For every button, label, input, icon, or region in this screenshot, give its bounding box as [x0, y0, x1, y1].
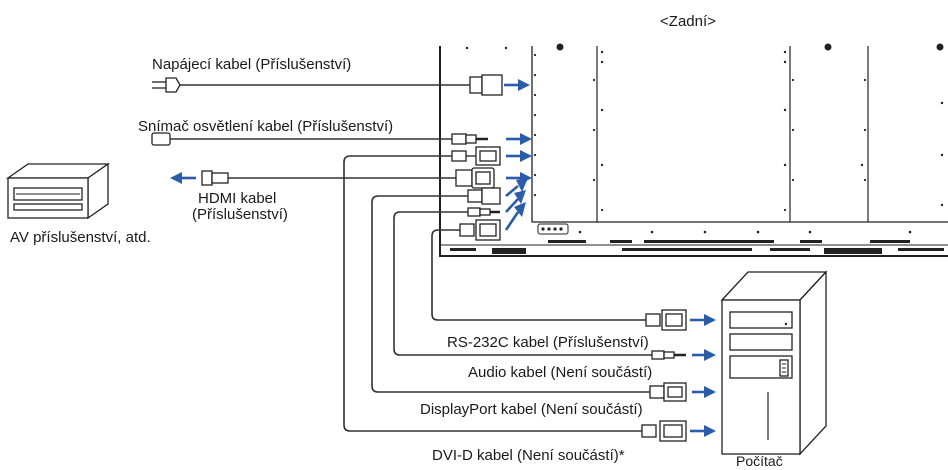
- light-sensor-cable: [151, 132, 488, 146]
- av-equipment: [5, 162, 111, 220]
- rs232c-cable-label: RS-232C kabel (Příslušenství): [447, 334, 649, 351]
- computer-cables: [343, 155, 652, 432]
- rs232c-pc-connector: [645, 309, 716, 331]
- av-equipment-label: AV příslušenství, atd.: [10, 229, 151, 246]
- audio-pc-connector: [651, 349, 716, 361]
- hdmi-cable-label-1: HDMI kabel: [198, 190, 276, 207]
- hdmi-cable: [170, 167, 495, 189]
- monitor-input-arrows: [504, 79, 532, 231]
- audio-cable-label: Audio kabel (Není součástí): [468, 364, 652, 381]
- computer-label: Počítač: [736, 453, 783, 469]
- power-cable: [152, 74, 503, 96]
- monitor-rear-panel: [439, 43, 948, 257]
- displayport-cable-label: DisplayPort kabel (Není součástí): [420, 401, 643, 418]
- dvid-cable-label: DVI-D kabel (Není součástí)*: [432, 447, 625, 464]
- displayport-pc-connector: [649, 382, 716, 402]
- hdmi-cable-label-2: (Příslušenství): [192, 206, 288, 223]
- dvid-pc-connector: [641, 420, 716, 442]
- rear-label: <Zadní>: [660, 13, 716, 30]
- monitor-side-connectors: [451, 146, 501, 241]
- power-cable-label: Napájecí kabel (Příslušenství): [152, 56, 351, 73]
- light-sensor-cable-label: Snímač osvětlení kabel (Příslušenství): [138, 118, 393, 135]
- computer-tower: [720, 270, 828, 456]
